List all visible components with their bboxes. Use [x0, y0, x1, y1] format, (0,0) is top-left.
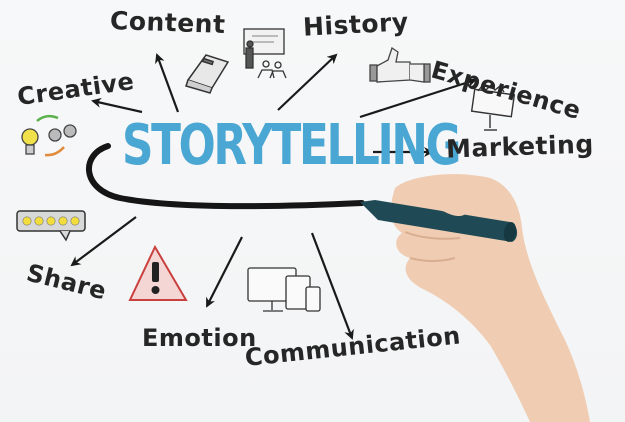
- thumbs-up-icon: [369, 46, 431, 83]
- presentation-icon: [243, 28, 287, 79]
- arrow-history: [277, 53, 338, 111]
- keyword-content: Content: [109, 5, 226, 40]
- keyword-marketing: Marketing: [445, 129, 595, 164]
- book-icon: [185, 54, 230, 94]
- marker: [360, 200, 518, 242]
- devices-icon: [247, 267, 321, 312]
- hand: [390, 174, 590, 422]
- idea-icon: [21, 114, 77, 157]
- arrow-share: [70, 216, 137, 267]
- keyword-emotion: Emotion: [142, 324, 257, 352]
- storytelling-title: STORYTELLING: [122, 113, 461, 178]
- arrow-creative: [91, 97, 143, 114]
- arrow-content: [155, 53, 180, 113]
- hand-with-marker: [360, 174, 590, 422]
- rating-bubble-icon: [16, 210, 86, 242]
- billboard-icon: [470, 83, 516, 131]
- warning-icon: [128, 244, 188, 301]
- underline-swoosh: [85, 143, 365, 210]
- arrow-experience: [359, 77, 477, 119]
- keyword-history: History: [302, 7, 410, 42]
- arrow-communication: [310, 232, 354, 340]
- arrow-emotion: [206, 236, 243, 308]
